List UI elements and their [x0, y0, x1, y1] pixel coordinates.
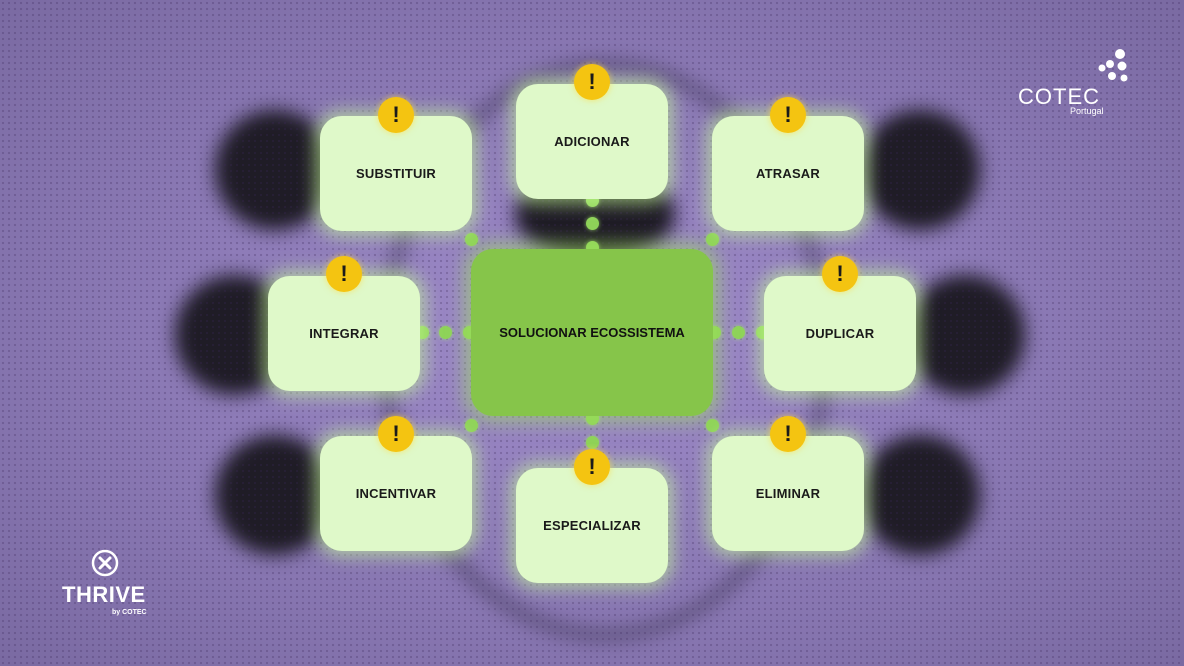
warning-icon: !	[326, 256, 362, 292]
x-circle-icon	[91, 549, 119, 577]
background-shape	[215, 110, 335, 230]
node-atrasar: ATRASAR	[712, 116, 864, 231]
connector-dot	[586, 217, 599, 230]
background-shape	[905, 275, 1025, 395]
node-label: ELIMINAR	[755, 486, 821, 501]
warning-icon: !	[770, 97, 806, 133]
node-duplicar: DUPLICAR	[764, 276, 916, 391]
background-shape	[860, 435, 980, 555]
connector-dot	[439, 326, 452, 339]
connector-dot	[586, 436, 599, 449]
background-shape	[860, 110, 980, 230]
node-label: INTEGRAR	[309, 326, 379, 341]
connector-dot	[465, 419, 478, 432]
cotec-logo: COTEC Portugal	[1018, 48, 1138, 118]
center-box-solucionar-ecossistema: SOLUCIONAR ECOSSISTEMA	[471, 249, 713, 416]
warning-icon: !	[378, 416, 414, 452]
warning-icon: !	[574, 64, 610, 100]
thrive-logo-text: THRIVE	[62, 582, 146, 607]
node-integrar: INTEGRAR	[268, 276, 420, 391]
connector-dot	[706, 419, 719, 432]
cotec-dots-icon	[1098, 49, 1128, 82]
node-especializar: ESPECIALIZAR	[516, 468, 668, 583]
node-eliminar: ELIMINAR	[712, 436, 864, 551]
background-shape	[215, 435, 335, 555]
node-label: SUBSTITUIR	[356, 166, 436, 181]
cotec-logo-text: COTEC	[1018, 84, 1100, 109]
connector-dot	[706, 233, 719, 246]
node-incentivar: INCENTIVAR	[320, 436, 472, 551]
node-substituir: SUBSTITUIR	[320, 116, 472, 231]
warning-icon: !	[574, 449, 610, 485]
node-label: ADICIONAR	[554, 134, 630, 149]
center-label: SOLUCIONAR ECOSSISTEMA	[499, 325, 685, 340]
warning-icon: !	[378, 97, 414, 133]
thrive-logo: THRIVE by COTEC	[62, 548, 152, 620]
warning-icon: !	[822, 256, 858, 292]
warning-icon: !	[770, 416, 806, 452]
node-label: ATRASAR	[756, 166, 820, 181]
node-label: DUPLICAR	[805, 326, 875, 341]
connector-dot	[465, 233, 478, 246]
node-label: ESPECIALIZAR	[543, 518, 641, 533]
thrive-logo-subtext: by COTEC	[112, 609, 147, 616]
cotec-logo-subtext: Portugal	[1070, 106, 1104, 116]
node-label: INCENTIVAR	[355, 486, 437, 501]
node-adicionar: ADICIONAR	[516, 84, 668, 199]
connector-dot	[732, 326, 745, 339]
